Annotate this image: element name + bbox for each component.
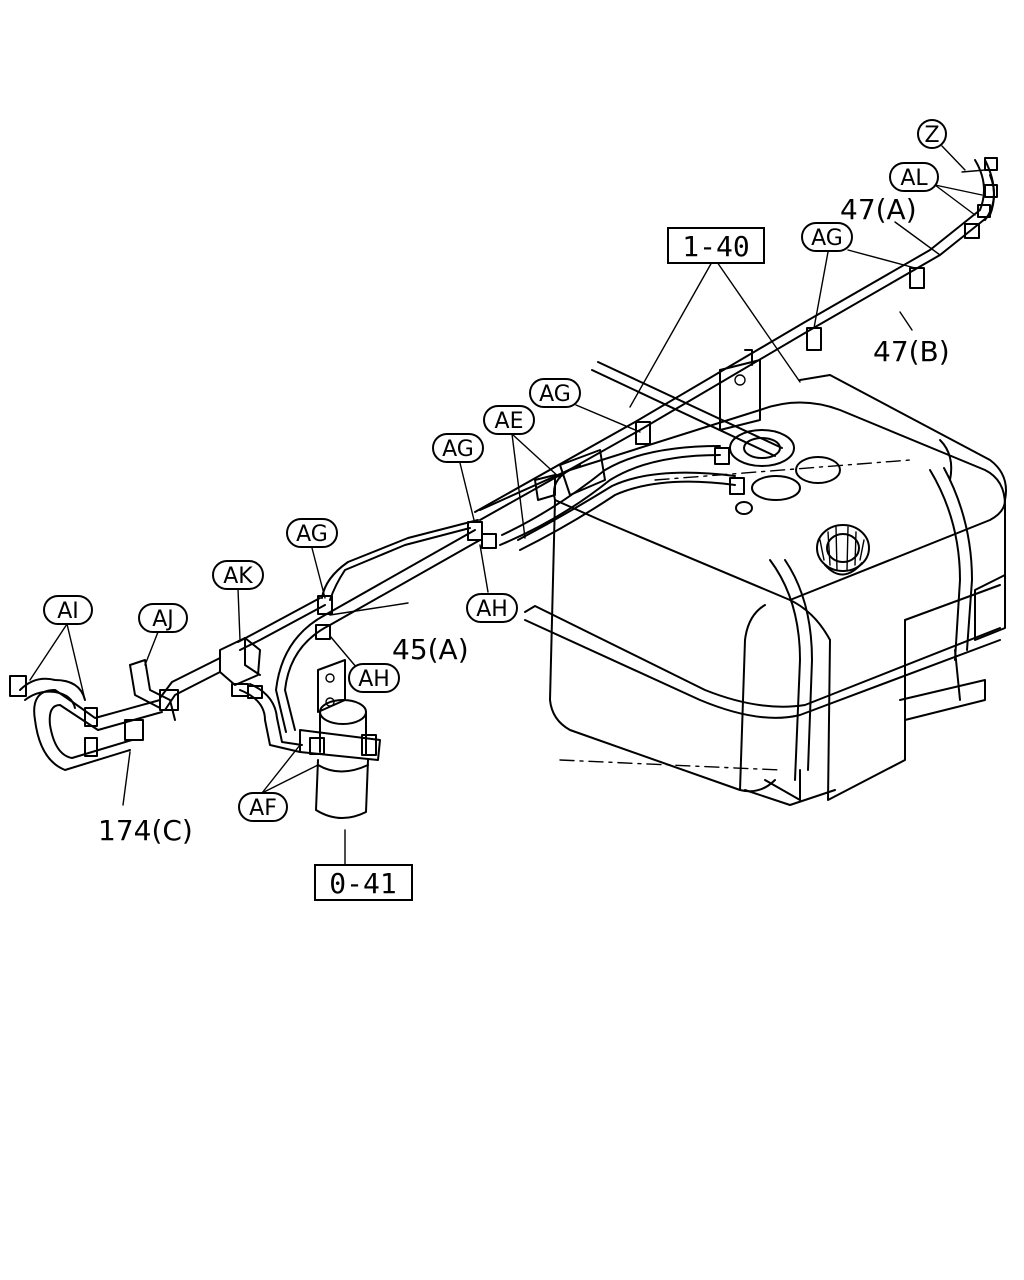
- reference-box-1-40-text: 1-40: [682, 230, 749, 263]
- part-label-174c: 174(C): [98, 814, 193, 847]
- callout-ah-2: AH: [348, 663, 400, 693]
- callout-ah-1-text: AH: [476, 597, 508, 622]
- callout-ag-1-text: AG: [811, 226, 843, 251]
- callout-ag-3-text: AG: [442, 437, 474, 462]
- callout-ag-2: AG: [529, 378, 581, 408]
- callout-z-text: Z: [924, 123, 939, 148]
- part-label-45a: 45(A): [392, 633, 469, 666]
- callout-ah-1: AH: [466, 593, 518, 623]
- fuel-tank: [524, 349, 1007, 806]
- callout-z: Z: [917, 119, 947, 149]
- callout-af-text: AF: [249, 796, 277, 821]
- callout-al-text: AL: [900, 166, 928, 191]
- part-label-47a: 47(A): [840, 193, 917, 226]
- tank-hoses: [479, 445, 745, 551]
- leader-lines: [29, 145, 986, 866]
- callout-ag-3: AG: [432, 433, 484, 463]
- reference-box-0-41: 0-41: [314, 864, 413, 901]
- fuel-line-45: [275, 519, 497, 733]
- callout-ag-4-text: AG: [296, 522, 328, 547]
- callout-ak: AK: [212, 560, 264, 590]
- callout-ag-1: AG: [801, 222, 853, 252]
- callout-al: AL: [889, 162, 939, 192]
- callout-ag-2-text: AG: [539, 382, 571, 407]
- callout-ag-4: AG: [286, 518, 338, 548]
- reference-box-0-41-text: 0-41: [329, 867, 396, 900]
- callout-ah-2-text: AH: [358, 667, 390, 692]
- fuel-line-47: [474, 157, 998, 521]
- callout-aj-text: AJ: [152, 607, 174, 632]
- callout-ai: AI: [43, 595, 93, 625]
- filler-cap: [816, 524, 870, 576]
- front-lines: [9, 597, 326, 771]
- callout-ae-text: AE: [495, 409, 524, 434]
- part-label-47b: 47(B): [873, 335, 950, 368]
- callout-ai-text: AI: [57, 599, 79, 624]
- callout-ak-text: AK: [223, 564, 253, 589]
- callout-aj: AJ: [138, 603, 188, 633]
- callout-af: AF: [238, 792, 288, 822]
- reference-box-1-40: 1-40: [667, 227, 765, 264]
- callout-ae: AE: [483, 405, 535, 435]
